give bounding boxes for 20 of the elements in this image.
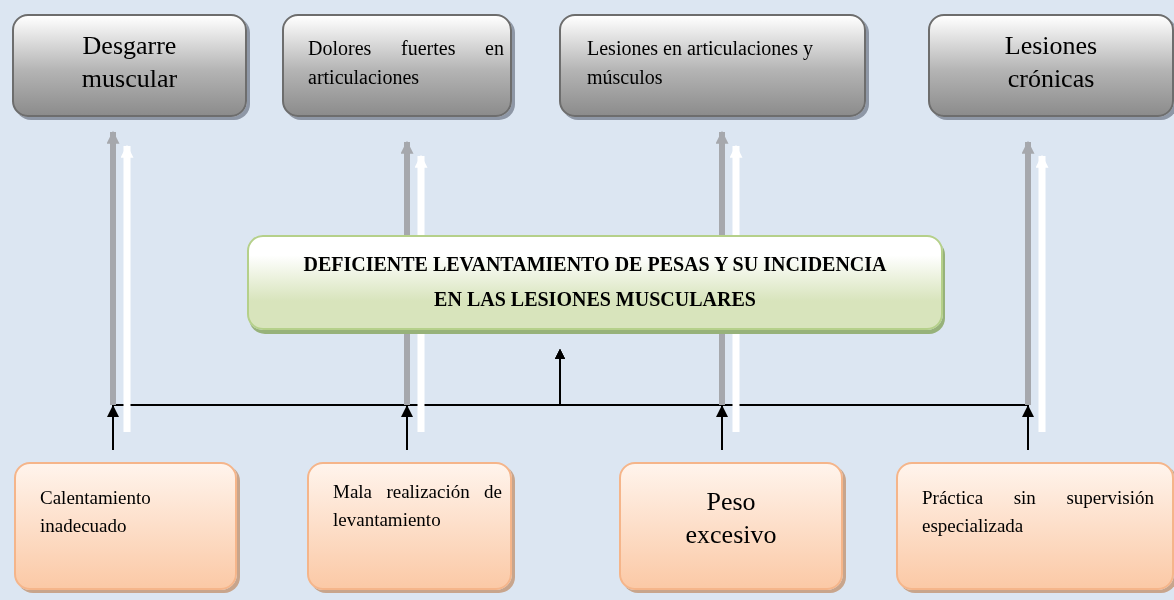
cause-box: [619, 462, 843, 590]
cause-box: [14, 462, 237, 590]
problem-title: DEFICIENTE LEVANTAMIENTO DE PESAS Y SU INCIDENCIA EN LAS LESIONES MUSCULARES: [302, 252, 888, 312]
effect-box: [12, 14, 247, 117]
cause-box: [896, 462, 1174, 590]
effect-box: [282, 14, 512, 117]
double-arrow: [1021, 140, 1049, 432]
box-text: Práctica sin supervisión especializada: [922, 486, 1154, 538]
effect-box: [928, 14, 1174, 117]
box-text: Desgarre muscular: [80, 30, 179, 95]
box-text: Lesiones crónicas: [1003, 30, 1099, 95]
box-text: Mala realización de levantamiento: [333, 480, 502, 532]
box-text: Peso excesivo: [684, 486, 778, 551]
double-arrow: [106, 130, 134, 432]
box-text: Dolores fuertes en articulaciones: [308, 36, 504, 90]
cause-box: [307, 462, 512, 590]
effect-box: [559, 14, 866, 117]
arrow: [555, 349, 1034, 451]
box-text: Calentamiento inadecuado: [40, 486, 152, 538]
box-text: Lesiones en articulaciones y músculos: [587, 36, 815, 90]
